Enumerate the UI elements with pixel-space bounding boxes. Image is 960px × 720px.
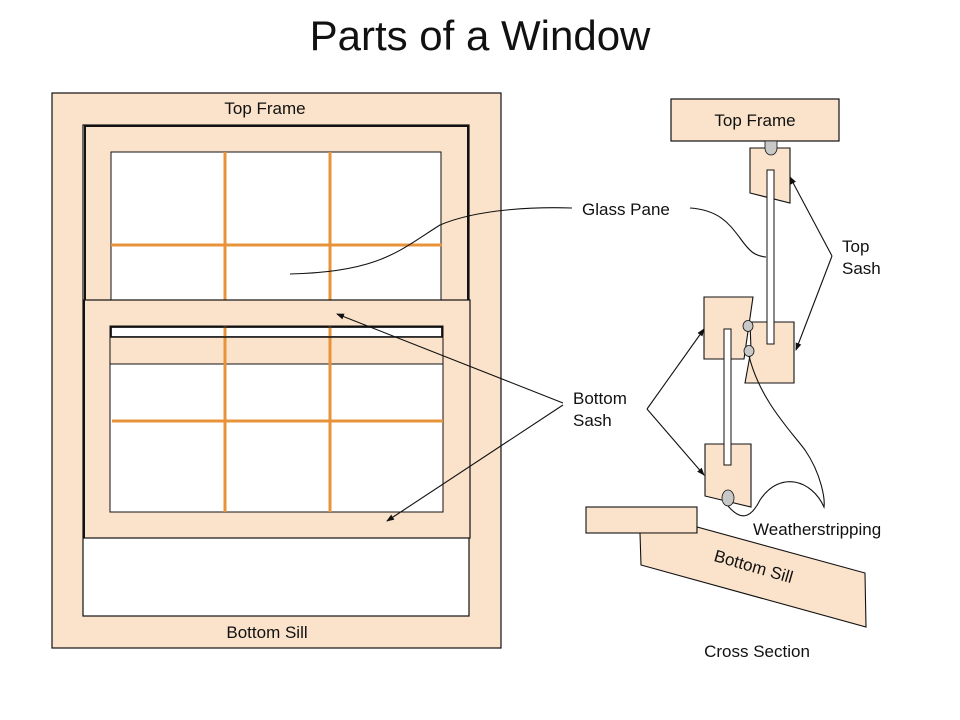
top-sash-label-line1: Top xyxy=(842,237,869,256)
bottom-sash-arrow-upper xyxy=(336,313,564,404)
bottom-sash-xs-arrow-upper xyxy=(646,328,705,410)
xs-bottom-sash-upper xyxy=(703,296,754,360)
xs-bottom-glass xyxy=(723,328,732,466)
xs-top-sash-lower xyxy=(744,321,795,384)
glass-pane-leader-left xyxy=(289,207,573,275)
bottom-sash-label-line1: Bottom xyxy=(573,389,627,408)
xs-seal-2 xyxy=(743,345,755,357)
cross-section-caption: Cross Section xyxy=(704,642,810,661)
weatherstripping-leader xyxy=(727,355,825,517)
callout-lines xyxy=(289,176,833,522)
meeting-rail xyxy=(109,336,444,365)
bottom-sash-label-line2: Sash xyxy=(573,411,612,430)
xs-sill-ledge xyxy=(585,506,698,534)
xs-bottom-sash-lower xyxy=(704,443,752,508)
xs-top-frame xyxy=(670,98,840,142)
bottom-sash-xs-arrow-lower xyxy=(646,408,705,476)
front-top-frame-label: Top Frame xyxy=(224,99,305,118)
glass-pane-label: Glass Pane xyxy=(582,200,670,219)
front-bottom-sill-label: Bottom Sill xyxy=(226,623,307,642)
top-sash-arrow-lower xyxy=(795,255,833,351)
xs-top-glass xyxy=(766,169,775,345)
xs-seal-3 xyxy=(721,489,735,507)
top-sash-glass xyxy=(110,151,442,307)
xs-seal-1 xyxy=(742,320,754,332)
bottom-sash-arrow-lower xyxy=(386,404,564,522)
weatherstripping-label: Weatherstripping xyxy=(753,520,881,539)
top-sash-label-line2: Sash xyxy=(842,259,881,278)
xs-bottom-sill xyxy=(639,526,867,628)
xs-top-seal xyxy=(764,140,778,156)
page-title: Parts of a Window xyxy=(310,12,651,59)
front-view: Top Frame Bottom Sill xyxy=(51,92,502,649)
cross-section: Bottom Sill Top Frame Cross Section xyxy=(585,98,867,661)
top-sash-arrow-upper xyxy=(789,176,833,257)
glass-pane-leader-right xyxy=(689,207,767,258)
xs-top-frame-label: Top Frame xyxy=(714,111,795,130)
meeting-rail-strip-outline xyxy=(110,326,443,338)
